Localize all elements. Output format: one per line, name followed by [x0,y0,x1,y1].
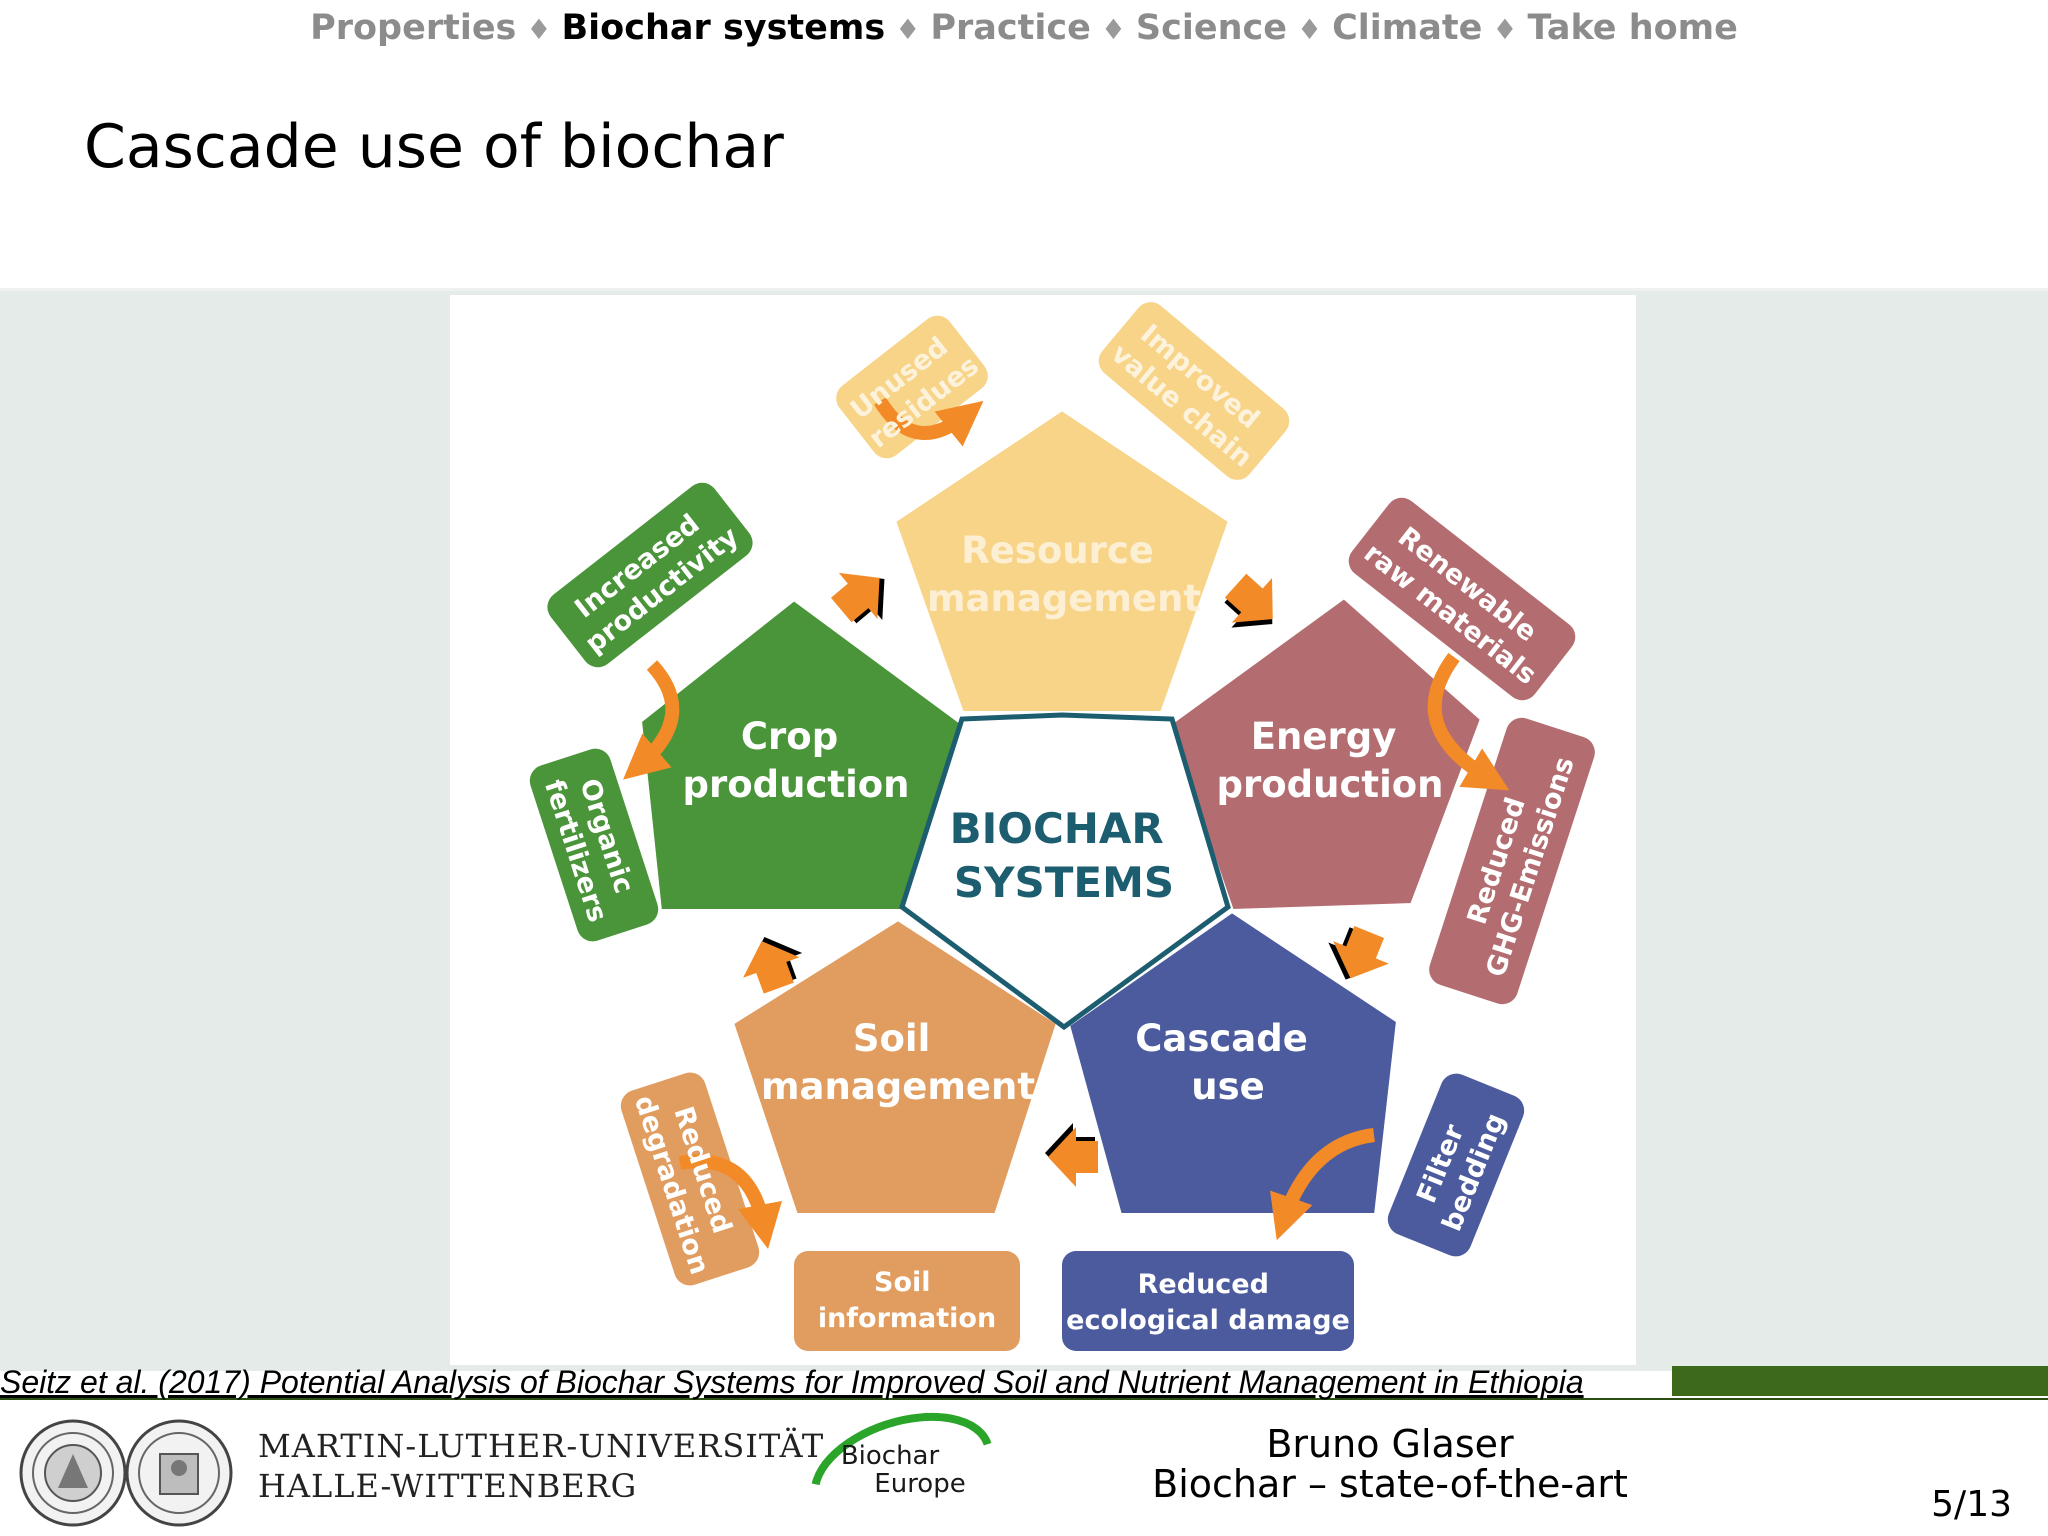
nav-item-practice[interactable]: Practice [930,8,1091,48]
footer-accent-bar [1672,1366,2048,1396]
diagram-svg: Resource management Energy production Ca… [529,302,1595,1351]
nav-separator: ♦ [1297,13,1323,46]
university-name: MARTIN-LUTHER-UNIVERSITÄT HALLE-WITTENBE… [258,1427,825,1505]
outcome-box-renewable-raw-materials [1348,497,1576,701]
block-arrow-icon [821,552,904,637]
soil-management-label: Soil management [761,1017,1035,1108]
footer-divider [0,1398,2048,1400]
nav-item-science[interactable]: Science [1135,8,1288,48]
block-arrow-icon [1212,563,1296,647]
crop-production-label: Crop production [682,715,909,806]
curved-arrow-icon [874,397,984,447]
university-seal-icon [19,1419,127,1527]
energy-production-label: Energy production [1216,715,1443,806]
soil-information-label: Soil information [818,1267,996,1334]
nav-separator: ♦ [1492,13,1518,46]
biochar-systems-center [899,712,1231,1031]
biochar-europe-logo: Biochar Europe [810,1411,994,1532]
nav-item-take-home[interactable]: Take home [1527,8,1738,48]
talk-title: Biochar – state-of-the-art [1152,1462,1628,1506]
energy-production-pentagon [1165,594,1485,914]
biochar-systems-diagram: Resource management Energy production Ca… [450,295,1636,1365]
section-navigation: Properties ♦ Biochar systems ♦ Practice ♦ Scie… [0,8,2048,48]
curved-arrow-icon [678,1154,782,1250]
outcome-box-reduced-ghg [1429,717,1595,1005]
nav-separator: ♦ [1100,13,1126,46]
outcome-box-filter-bedding [1387,1073,1525,1257]
outcome-box-organic-fertilizers [529,748,659,942]
citation-link[interactable]: Seitz et al. (2017) Potential Analysis o… [0,1364,1584,1400]
university-seal-icon [125,1419,233,1527]
nav-item-climate[interactable]: Climate [1332,8,1483,48]
biochar-systems-label: BIOCHAR SYSTEMS [950,804,1179,907]
slide-title: Cascade use of biochar [84,112,784,182]
nav-item-biochar-systems[interactable]: Biochar systems [561,8,886,48]
page-number: 5/13 [1931,1484,2012,1525]
resource-management-label: Resource management [927,529,1201,620]
nav-separator: ♦ [895,13,921,46]
svg-text:Europe: Europe [874,1469,965,1499]
outcome-box-increased-productivity [547,482,753,668]
nav-separator: ♦ [526,13,552,46]
outcome-box-reduced-ecological-damage [1062,1251,1354,1351]
outcome-box-improved-value-chain [1098,302,1290,480]
nav-item-properties[interactable]: Properties [310,8,517,48]
author-name: Bruno Glaser [1266,1422,1514,1466]
reduced-ecological-damage-label: Reduced ecological damage [1066,1269,1350,1336]
outcome-box-reduced-degradation [620,1072,760,1286]
outcome-box-unused-residues [836,315,988,459]
curved-arrow-icon [1427,652,1510,791]
outcome-box-soil-information [794,1251,1020,1351]
svg-text:Biochar: Biochar [841,1441,940,1471]
author-block: Bruno Glaser Biochar – state-of-the-art [1100,1424,1680,1504]
block-arrow-icon [1045,1123,1098,1187]
cascade-use-label: Cascade use [1135,1017,1321,1108]
curved-arrow-icon [623,660,680,780]
curved-arrow-icon [1270,1128,1376,1241]
